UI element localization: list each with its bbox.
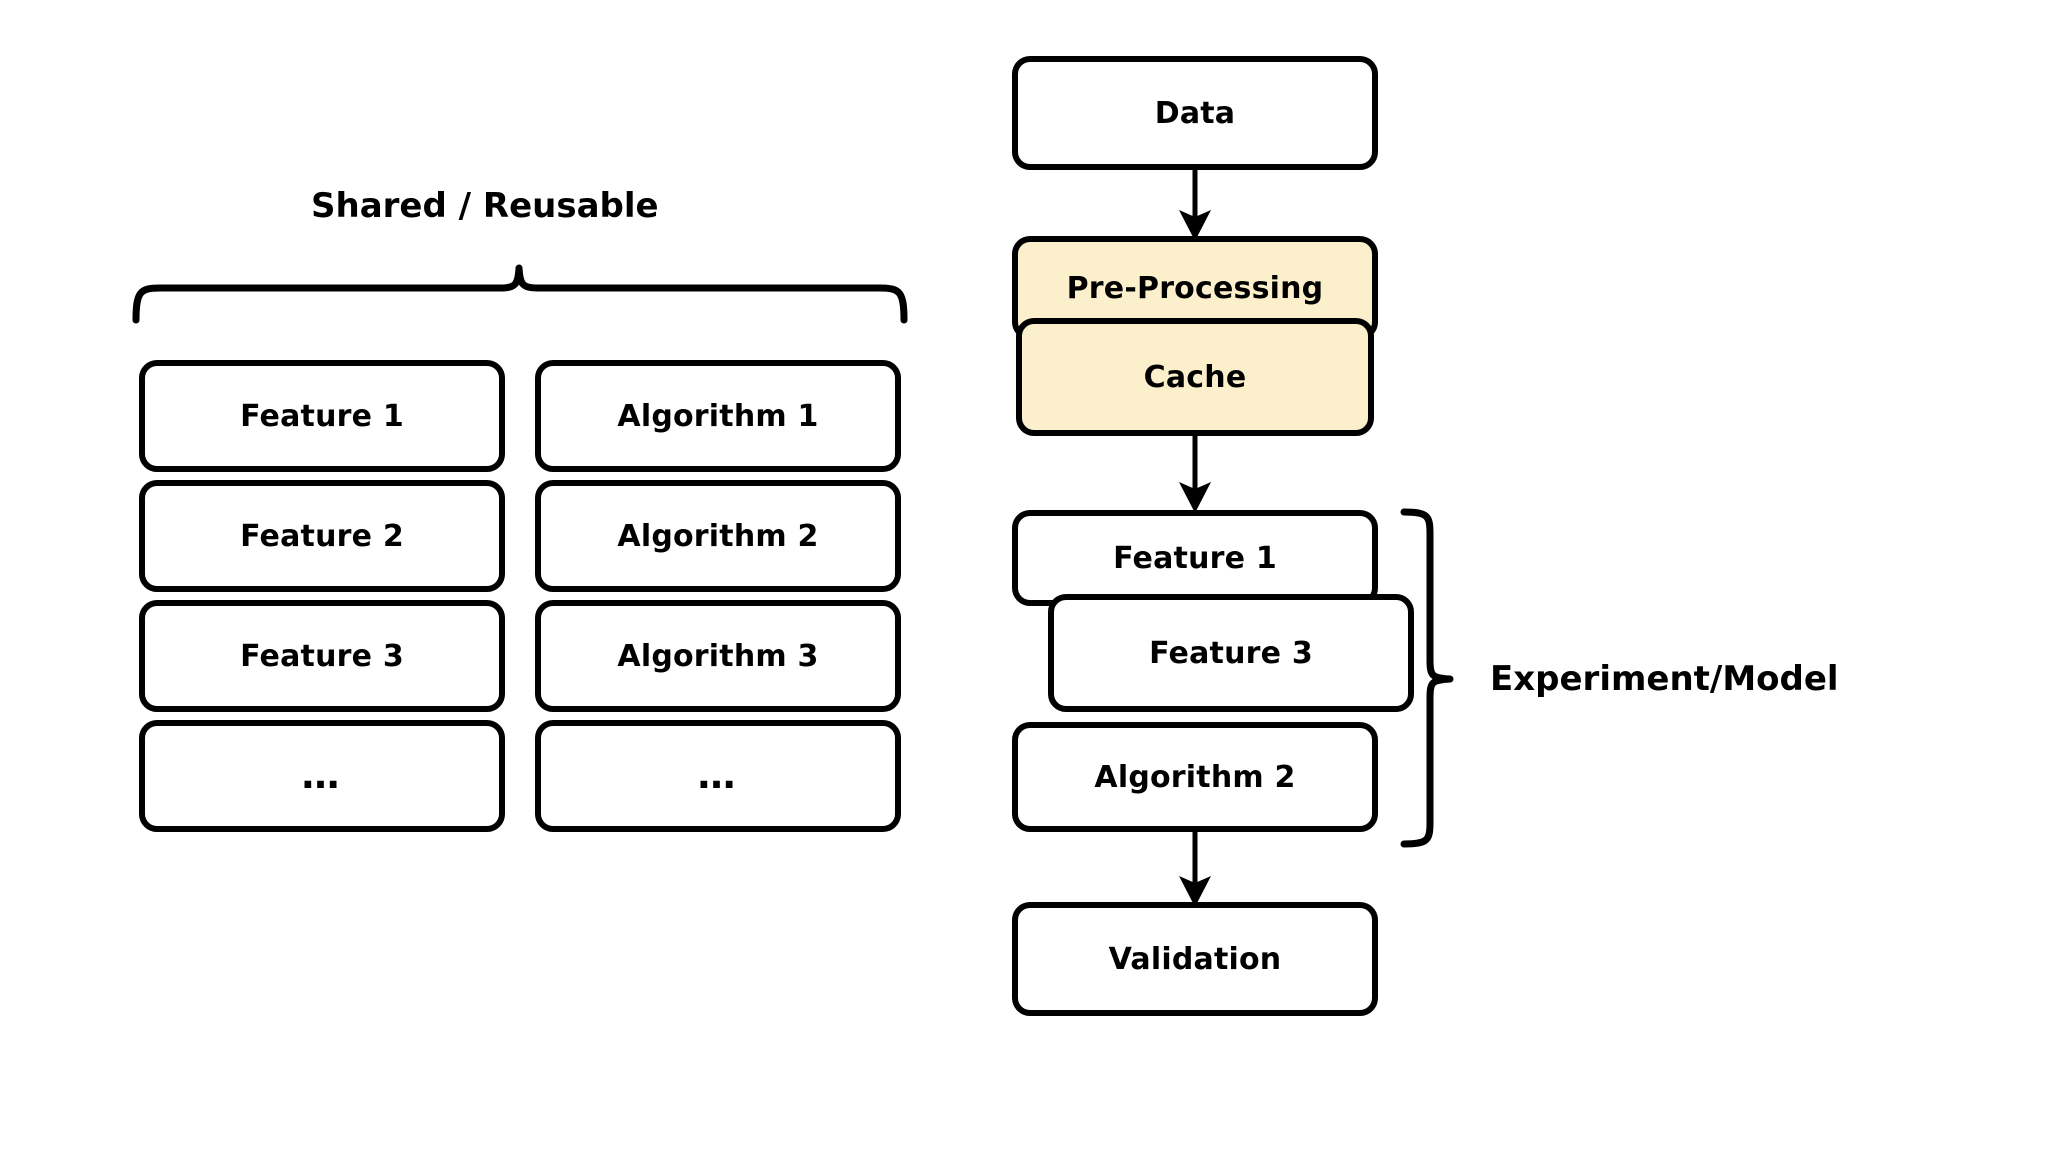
shared-feature-1-box[interactable]: Feature 1 bbox=[139, 360, 505, 472]
shared-algorithm-1-box[interactable]: Algorithm 1 bbox=[535, 360, 901, 472]
pipeline-data-label: Data bbox=[1154, 95, 1236, 131]
experiment-model-caption: Experiment/Model bbox=[1490, 659, 1839, 699]
pipeline-feature-1-box[interactable]: Feature 1 bbox=[1012, 510, 1378, 606]
shared-algorithm-3-box[interactable]: Algorithm 3 bbox=[535, 600, 901, 712]
pipeline-cache-box[interactable]: Cache bbox=[1016, 318, 1374, 436]
pipeline-algorithm-2-box[interactable]: Algorithm 2 bbox=[1012, 722, 1378, 832]
shared-algorithm-more-label: … bbox=[697, 753, 739, 798]
shared-feature-3-box[interactable]: Feature 3 bbox=[139, 600, 505, 712]
shared-feature-more-box[interactable]: … bbox=[139, 720, 505, 832]
shared-feature-1-label: Feature 1 bbox=[240, 398, 404, 434]
pipeline-algorithm-2-label: Algorithm 2 bbox=[1094, 759, 1296, 795]
pipeline-feature-3-box[interactable]: Feature 3 bbox=[1048, 594, 1414, 712]
shared-feature-2-box[interactable]: Feature 2 bbox=[139, 480, 505, 592]
shared-feature-3-label: Feature 3 bbox=[240, 638, 404, 674]
shared-feature-2-label: Feature 2 bbox=[240, 518, 404, 554]
shared-reusable-brace bbox=[132, 264, 908, 324]
shared-reusable-caption: Shared / Reusable bbox=[311, 186, 659, 226]
pipeline-feature-1-label: Feature 1 bbox=[1113, 540, 1277, 576]
shared-algorithm-2-label: Algorithm 2 bbox=[617, 518, 819, 554]
shared-algorithm-3-label: Algorithm 3 bbox=[617, 638, 819, 674]
shared-algorithm-2-box[interactable]: Algorithm 2 bbox=[535, 480, 901, 592]
pipeline-data-box[interactable]: Data bbox=[1012, 56, 1378, 170]
pipeline-feature-3-label: Feature 3 bbox=[1149, 635, 1313, 671]
shared-algorithm-more-box[interactable]: … bbox=[535, 720, 901, 832]
shared-algorithm-1-label: Algorithm 1 bbox=[617, 398, 819, 434]
shared-feature-more-label: … bbox=[301, 753, 343, 798]
pipeline-cache-label: Cache bbox=[1143, 359, 1247, 395]
pipeline-validation-box[interactable]: Validation bbox=[1012, 902, 1378, 1016]
pipeline-preprocessing-label: Pre-Processing bbox=[1066, 270, 1324, 306]
pipeline-validation-label: Validation bbox=[1108, 941, 1282, 977]
